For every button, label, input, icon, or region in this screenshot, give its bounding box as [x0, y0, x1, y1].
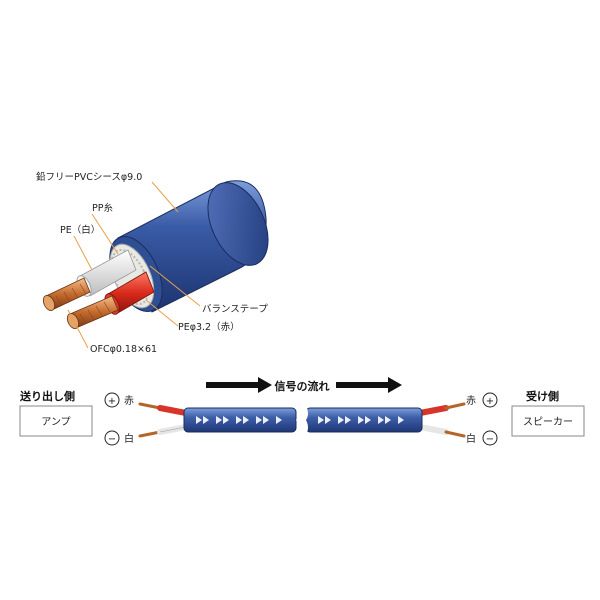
flow-arrow-right-head: [388, 377, 402, 393]
right-wires: [417, 402, 466, 438]
plus-right-symbol: +: [486, 396, 494, 407]
right-white-wire: [417, 424, 449, 435]
send-device-label: アンプ: [41, 416, 70, 428]
conductor-strands: [55, 283, 111, 325]
minus-left-symbol: −: [108, 434, 116, 445]
send-side-title: 送り出し側: [19, 389, 75, 403]
plus-left-symbol: +: [108, 396, 116, 407]
left-wires: [138, 402, 189, 438]
receive-device-label: スピーカー: [523, 416, 573, 428]
balance-tape-ring: [110, 248, 150, 306]
sheath-end: [207, 182, 269, 266]
receive-side-title: 受け側: [526, 389, 559, 403]
red-label-right: 赤: [466, 395, 476, 407]
send-device-box: [19, 405, 93, 437]
plus-right-icon: [482, 392, 498, 408]
cable-illustration: [42, 180, 269, 329]
label-balance-tape: バランステープ: [202, 304, 268, 315]
minus-right-icon: [482, 430, 498, 446]
flow-label: 信号の流れ: [275, 379, 330, 393]
label-pe-white: PE（白）: [60, 224, 100, 236]
signal-flow: 送り出し側 アンプ 受け側 スピーカー 信号の流れ + 赤 − 白 赤 + 白 …: [19, 377, 585, 446]
minus-right-symbol: −: [486, 434, 494, 445]
flow-arrow-left-head: [258, 377, 272, 393]
cable-break: [296, 406, 308, 434]
flow-arrow-left-shaft: [206, 382, 258, 388]
white-label-right: 白: [466, 432, 476, 445]
right-red-wire: [417, 405, 449, 416]
white-label-left: 白: [124, 432, 134, 445]
flow-arrow-right-shaft: [336, 382, 388, 388]
plus-left-icon: [104, 392, 120, 408]
red-label-left: 赤: [124, 395, 134, 407]
label-sheath: 鉛フリーPVCシースφ9.0: [36, 171, 142, 183]
label-pp-thread: PP糸: [92, 202, 113, 214]
direction-chevrons: [196, 416, 404, 424]
receive-device-box: [511, 405, 585, 437]
left-red-wire: [157, 405, 189, 416]
minus-left-icon: [104, 430, 120, 446]
label-pe-red: PEφ3.2（赤）: [178, 321, 240, 333]
label-conductor: OFCφ0.18×61: [90, 344, 157, 355]
conductor-upper-end: [42, 295, 56, 311]
leader-lines: [67, 181, 201, 349]
